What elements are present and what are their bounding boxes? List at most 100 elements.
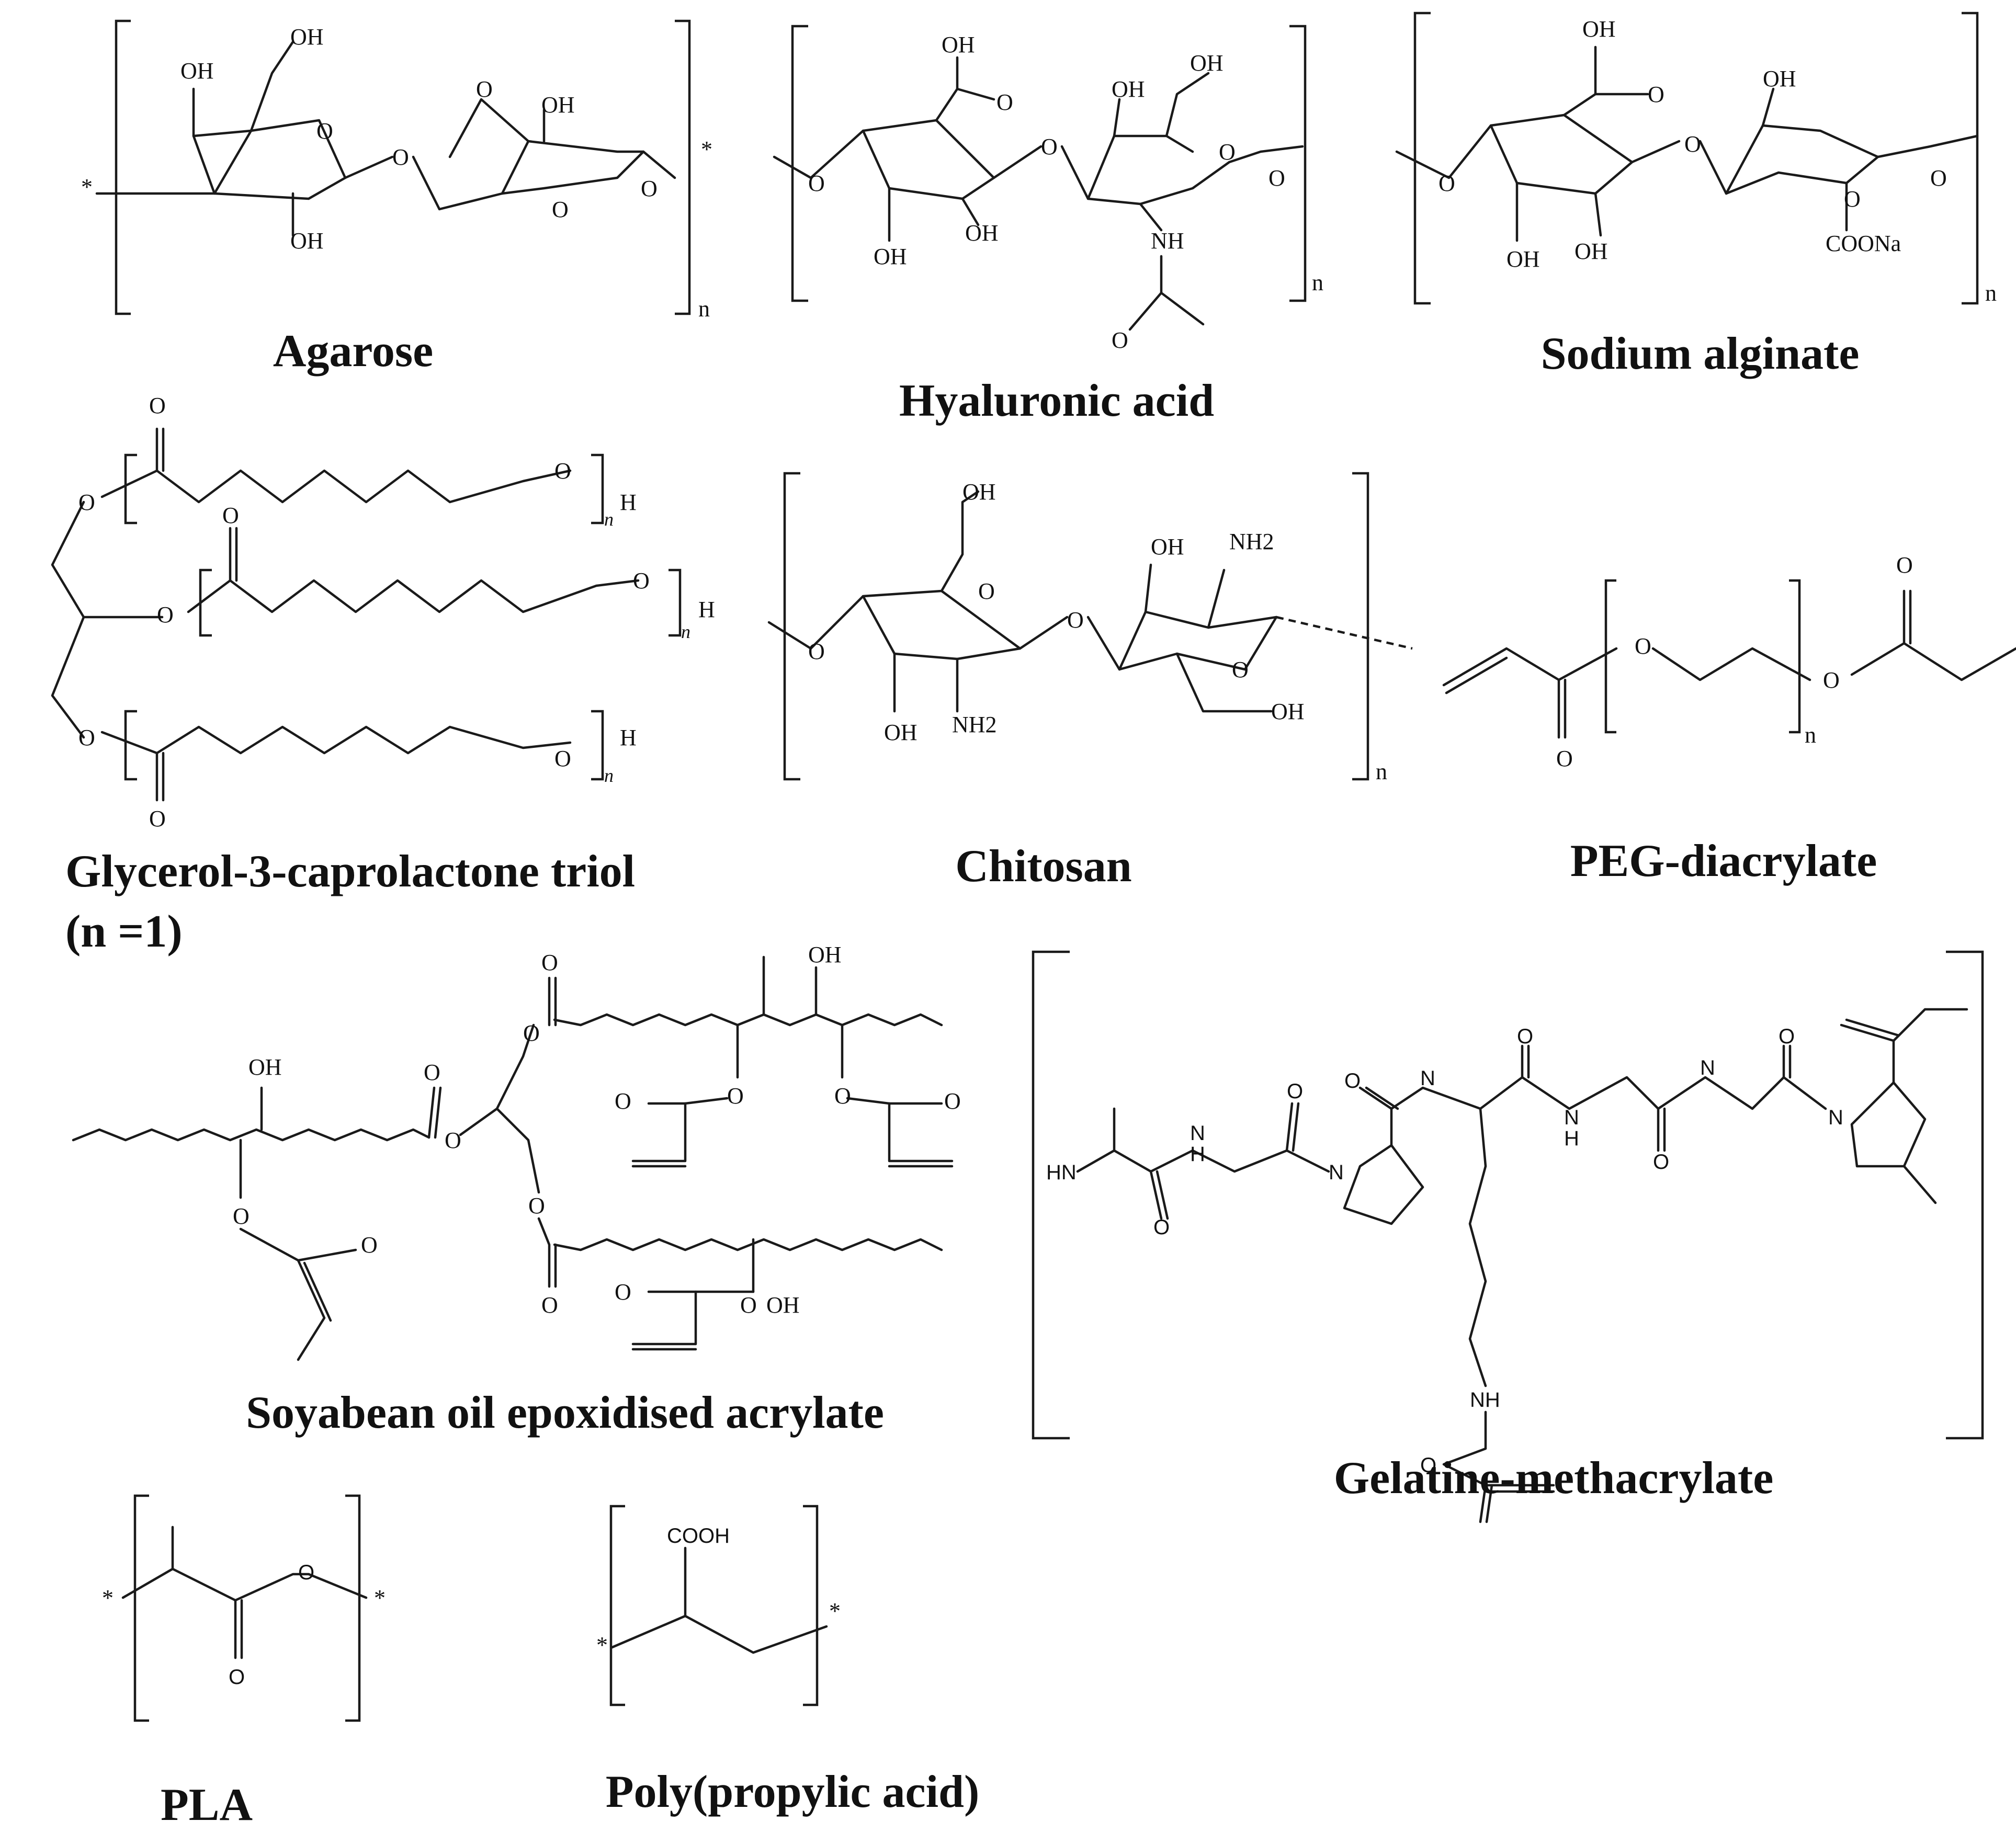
bracket-right — [1289, 25, 1307, 302]
atom-label: O — [476, 76, 493, 102]
bracket-left — [783, 472, 800, 781]
atom-label: NH2 — [1229, 529, 1274, 554]
atom-label: O — [1420, 1454, 1436, 1477]
atom-label: N — [1828, 1106, 1843, 1129]
bracket-right — [1962, 12, 1979, 305]
repeat-n: n — [681, 621, 690, 642]
repeat-n: n — [1805, 722, 1816, 748]
bracket-left — [133, 1494, 149, 1722]
soybean-oil-acrylate-structure: OH OH OH O O O O O O O O O O O O O O O S… — [72, 942, 961, 1438]
atom-label: N — [1329, 1161, 1344, 1184]
atom-label: O — [229, 1666, 245, 1689]
atom-label: O — [523, 1020, 540, 1046]
bracket-left — [1032, 950, 1070, 1440]
atom-label: O — [78, 490, 95, 515]
atom-label: OH — [942, 32, 975, 58]
atom-label: H — [1190, 1143, 1205, 1166]
atom-label: O — [149, 393, 166, 418]
end-star: * — [374, 1585, 386, 1611]
atom-label: OH — [290, 24, 324, 50]
atom-label: O — [1287, 1080, 1303, 1103]
atom-label: O — [528, 1193, 545, 1219]
atom-label: OH — [962, 479, 996, 505]
atom-label: O — [1779, 1025, 1795, 1048]
atom-label: O — [727, 1083, 744, 1109]
caption-glycerol-caprolactone: Glycerol-3-caprolactone triol — [65, 846, 635, 897]
atom-label: O — [1153, 1216, 1170, 1239]
repeat-n: n — [698, 296, 710, 322]
atom-label: OH — [541, 92, 575, 118]
atom-label: O — [552, 197, 569, 222]
atom-label: O — [996, 89, 1013, 115]
atom-label: O — [233, 1203, 250, 1229]
atom-label: OH — [1582, 16, 1616, 42]
atom-label: OH — [1507, 246, 1540, 272]
hyaluronic-acid-structure: n OH O O OH OH O OH OH O O NH O O Hyalur… — [773, 25, 1323, 426]
atom-label: N — [1420, 1067, 1435, 1090]
atom-label: H — [620, 725, 637, 750]
atom-label: O — [1232, 657, 1249, 682]
atom-label: O — [392, 144, 409, 170]
chitosan-structure: n OH O O OH NH2 O OH NH2 O OH Chitosan — [767, 472, 1413, 892]
atom-label: OH — [1575, 238, 1608, 264]
atom-label: OH — [1112, 76, 1145, 102]
atom-label: O — [78, 725, 95, 750]
peg-diacrylate-structure: O O O O n PEG-diacrylate — [1442, 552, 2016, 886]
end-star: * — [102, 1585, 114, 1611]
atom-label: O — [1823, 667, 1840, 693]
sodium-alginate-structure: n OH O O OH OH O OH O COONa O O Sodium a… — [1395, 12, 1997, 379]
bracket-left — [115, 19, 131, 315]
atom-label: OH — [248, 1054, 282, 1080]
caption-gelatine-methacrylate: Gelatine-methacrylate — [1334, 1453, 1774, 1504]
atom-label: O — [808, 170, 825, 196]
atom-label: OH — [1151, 534, 1184, 560]
atom-label: OH — [766, 1292, 800, 1318]
atom-label: O — [1896, 552, 1913, 578]
atom-label: O — [554, 746, 571, 771]
atom-label: O — [615, 1279, 631, 1305]
atom-label: NH — [1151, 228, 1184, 254]
end-star: * — [701, 136, 712, 162]
bracket-right — [1946, 950, 1984, 1440]
caption-sodium-alginate: Sodium alginate — [1541, 328, 1860, 379]
atom-label: O — [554, 458, 571, 484]
repeat-n: n — [604, 509, 614, 530]
atom-label: COOH — [667, 1524, 730, 1547]
pla-structure: O O * * PLA — [102, 1494, 386, 1830]
atom-label: O — [361, 1232, 378, 1258]
atom-label: O — [1648, 82, 1664, 107]
atom-label: N — [1190, 1122, 1205, 1145]
repeat-n: n — [1376, 759, 1387, 784]
atom-label: OH — [1763, 66, 1796, 92]
atom-label: OH — [1271, 699, 1305, 724]
atom-label: O — [541, 950, 558, 975]
bracket-right — [803, 1505, 819, 1706]
atom-label: HN — [1046, 1161, 1077, 1184]
repeat-n: n — [604, 765, 614, 786]
atom-label: O — [1930, 165, 1947, 191]
caption-chitosan: Chitosan — [955, 841, 1131, 892]
atom-label: OH — [965, 220, 999, 246]
atom-label: NH — [1470, 1388, 1500, 1412]
bracket-right — [1352, 472, 1369, 781]
atom-label: O — [445, 1128, 461, 1153]
atom-label: O — [1684, 131, 1701, 157]
atom-label: O — [978, 578, 995, 604]
atom-label: O — [1344, 1069, 1361, 1092]
agarose-structure: n * * OH OH O O OH O O O OH Agarose — [81, 19, 712, 377]
atom-label: O — [157, 602, 174, 628]
bracket-right — [345, 1494, 361, 1722]
end-star: * — [81, 174, 93, 200]
atom-label: O — [633, 568, 650, 594]
atom-label: O — [944, 1088, 961, 1114]
atom-label: O — [1112, 327, 1128, 353]
atom-label: O — [1653, 1151, 1669, 1174]
gelatine-methacrylate-structure: HN N H O O N O N H O N H O N O H N NH O … — [1032, 950, 1984, 1523]
atom-label: OH — [874, 244, 907, 269]
atom-label: N — [1700, 1056, 1715, 1079]
atom-label: H — [1564, 1127, 1579, 1150]
atom-label: O — [615, 1088, 631, 1114]
atom-label: O — [834, 1083, 851, 1109]
atom-label: O — [222, 503, 239, 528]
